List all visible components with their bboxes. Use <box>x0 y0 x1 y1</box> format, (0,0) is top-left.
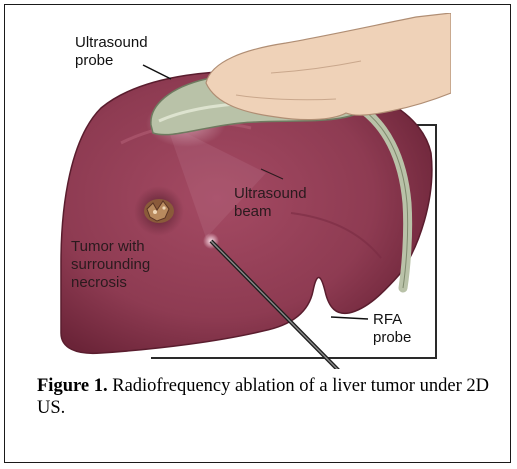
figure-frame: Ultrasound probe Ultrasound beam Tumor w… <box>4 4 511 463</box>
tumor-label-line1: Tumor with <box>71 238 145 255</box>
figure-caption: Figure 1. Radiofrequency ablation of a l… <box>37 375 489 419</box>
ultrasound-beam-label-line1: Ultrasound <box>234 185 307 202</box>
tumor <box>144 199 174 223</box>
liver-ablation-illustration: Ultrasound probe Ultrasound beam Tumor w… <box>31 13 451 369</box>
rfa-probe-label-line1: RFA <box>373 311 402 328</box>
tumor-label-line2: surrounding <box>71 256 150 273</box>
tumor-label-line3: necrosis <box>71 274 127 291</box>
ultrasound-probe-label-line2: probe <box>75 52 113 69</box>
ultrasound-beam-label-line2: beam <box>234 203 272 220</box>
ultrasound-probe-label-line1: Ultrasound <box>75 34 148 51</box>
figure-label: Figure 1. <box>37 376 108 396</box>
hand <box>206 13 451 120</box>
rfa-probe-label-line2: probe <box>373 329 411 346</box>
